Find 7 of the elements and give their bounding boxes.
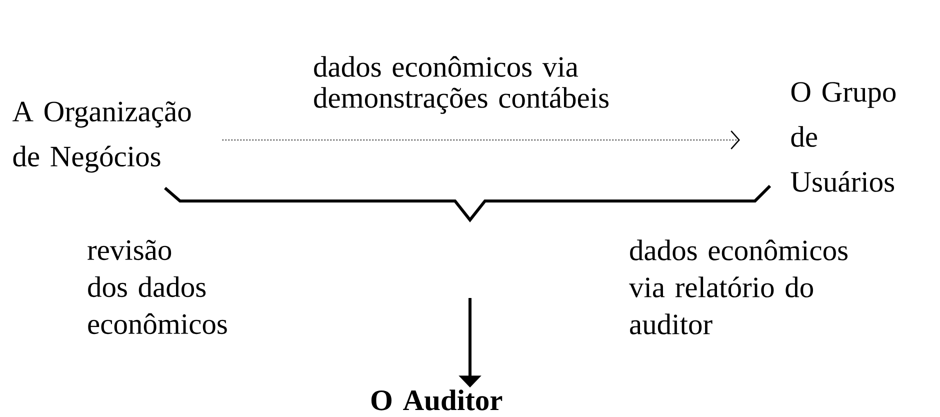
arrow [222,130,740,150]
node-label: O Auditor [371,390,502,410]
text-label: revisão dos dados econômicos [88,240,227,334]
node-label: O Grupo de Usuários [790,82,896,192]
text-label: dados econômicos via relatório do auditor [629,240,848,334]
edge-label: dados econômicos via demonstrações contábeis [314,56,608,114]
node-label: A Organização de Negócios [12,101,191,173]
